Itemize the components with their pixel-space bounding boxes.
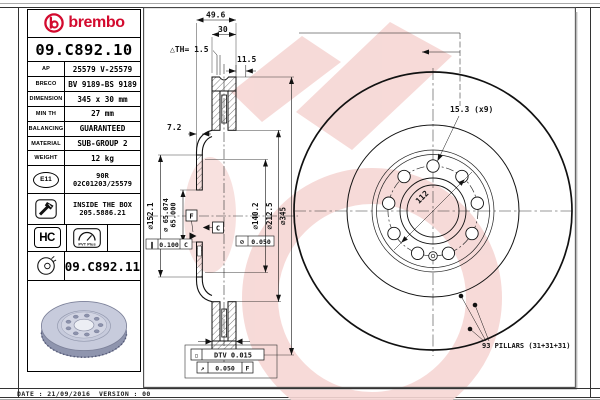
pillars-callout: 93 PILLARS (31+31+31) xyxy=(458,293,571,350)
svg-text:F: F xyxy=(246,364,250,372)
footer-date: DATE : 21/09/2016 VERSION : 00 xyxy=(17,389,151,398)
parallelism-icon: ∥ xyxy=(150,241,153,249)
pvt-plus-gauge-icon: PVT Plus xyxy=(73,227,101,248)
hc-badge: HC xyxy=(33,227,61,249)
bolt-holes xyxy=(382,159,484,260)
inside-the-box-row: INSIDE THE BOX 205.5886.21 xyxy=(27,192,141,225)
spec-value: 12 kg xyxy=(64,151,140,166)
svg-text:DTV 0.015: DTV 0.015 xyxy=(214,351,252,359)
svg-text:0.100: 0.100 xyxy=(159,241,179,249)
dim-offset: 11.5 xyxy=(237,55,256,64)
datum-c: C xyxy=(216,224,220,232)
spec-value: BV 9189-BS 9189 xyxy=(64,77,140,92)
inside-the-box-code: 205.5886.21 xyxy=(79,208,126,217)
dim-friction-id: ⌀212.5 xyxy=(265,202,274,229)
homologation-line2: 02C01203/25579 xyxy=(72,179,132,188)
spec-row: WEIGHT 12 kg xyxy=(27,150,141,167)
dim-hat-od: ⌀152.1 xyxy=(146,202,155,230)
spec-value: 25579 V-25579 xyxy=(64,62,140,77)
parallelism-tolerance: ∥ 0.100 C xyxy=(145,238,193,250)
spec-label: BRECO xyxy=(35,81,57,88)
badges-row: HC PVT Plus xyxy=(27,223,141,252)
spec-row: AP 25579 V-25579 xyxy=(27,61,141,78)
brembo-circle-b-icon xyxy=(44,13,65,34)
spec-row: BALANCING GUARANTEED xyxy=(27,120,141,137)
dtv-runout-tolerances: ▯ DTV 0.015 ↗ 0.050 F xyxy=(184,338,278,379)
spec-label: DIMENSION xyxy=(29,96,63,103)
dim-flange-thickness: 7.2 xyxy=(167,123,182,132)
spec-label: AP xyxy=(41,66,51,73)
spec-value: GUARANTEED xyxy=(64,121,140,136)
datum-f: F xyxy=(189,212,193,220)
inside-the-box-title: INSIDE THE BOX xyxy=(72,200,132,209)
sheet-top-outer-line xyxy=(0,3,600,4)
dim-bore-upper: ⌀ 65.074 xyxy=(162,198,170,232)
dim-min-th: △TH= 1.5 xyxy=(170,45,209,54)
brand-header: brembo xyxy=(27,8,141,38)
spec-label: BALANCING xyxy=(28,125,64,132)
svg-text:0.050: 0.050 xyxy=(215,364,235,372)
svg-text:0.050: 0.050 xyxy=(251,238,271,246)
spec-value: 27 mm xyxy=(64,106,140,121)
alt-part-row: 09.C892.11 xyxy=(27,250,141,282)
technical-drawing: 49.6 30 △TH= 1.5 11.5 7.2 ⌀152.1 ⌀ 65.07… xyxy=(143,7,578,400)
sheet-left-border xyxy=(18,7,19,397)
dim-band-width: 30 xyxy=(218,25,228,34)
alt-part-number: 09.C892.11 xyxy=(63,251,140,281)
spec-row: BRECO BV 9189-BS 9189 xyxy=(27,76,141,93)
sheet-right-border xyxy=(590,7,591,397)
spec-label: MIN TH xyxy=(35,110,57,117)
spec-value: SUB-GROUP 2 xyxy=(64,136,140,151)
dim-overall-width: 49.6 xyxy=(206,11,225,20)
homologation-line1: 90R xyxy=(96,171,109,180)
cylindricity-tolerance: ⊘ 0.050 xyxy=(235,235,275,247)
runout-icon: ↗ xyxy=(201,364,205,372)
brand-wordmark: brembo xyxy=(68,14,125,32)
spec-label: MATERIAL xyxy=(31,140,61,147)
disc-photo-render xyxy=(40,301,128,359)
dim-bore-lower: 65.000 xyxy=(170,202,178,227)
spec-row: MATERIAL SUB-GROUP 2 xyxy=(27,135,141,152)
disc-photo xyxy=(27,280,141,373)
empty-badge-cell xyxy=(107,224,140,251)
spec-value: 345 x 30 mm xyxy=(64,92,140,107)
pillars-note: 93 PILLARS (31+31+31) xyxy=(482,342,571,350)
dim-holes: 15.3 (x9) xyxy=(450,105,493,114)
dim-hat-face-d: ⌀140.2 xyxy=(251,202,260,229)
spec-row: MIN TH 27 mm xyxy=(27,105,141,122)
footer-bar: DATE : 21/09/2016 VERSION : 00 xyxy=(0,388,600,398)
pvt-plus-label: PVT Plus xyxy=(78,241,96,246)
cylindricity-icon: ⊘ xyxy=(240,238,244,246)
spec-row: DIMENSION 345 x 30 mm xyxy=(27,91,141,108)
coated-disc-icon xyxy=(37,256,57,275)
section-dimensions: 49.6 30 △TH= 1.5 11.5 7.2 ⌀152.1 ⌀ 65.07… xyxy=(145,11,294,379)
dtv-icon: ▯ xyxy=(195,351,199,359)
locating-pin-hole xyxy=(428,251,438,261)
e11-mark: E11 xyxy=(33,171,59,188)
dim-outer-d: ⌀345 xyxy=(279,207,288,225)
spec-label: WEIGHT xyxy=(34,155,58,162)
svg-text:C: C xyxy=(184,241,188,249)
front-view: 112 15.3 (x9) 93 PILLARS (31+31+31) xyxy=(293,32,574,356)
spec-panel: brembo 09.C892.10 AP 25579 V-25579 BRECO… xyxy=(27,8,141,373)
section-view xyxy=(148,64,298,370)
homologation-row: E11 90R 02C01203/25579 xyxy=(27,165,141,195)
drawing-border xyxy=(143,7,576,388)
screw-icon xyxy=(35,199,57,219)
part-number: 09.C892.10 xyxy=(27,36,141,63)
